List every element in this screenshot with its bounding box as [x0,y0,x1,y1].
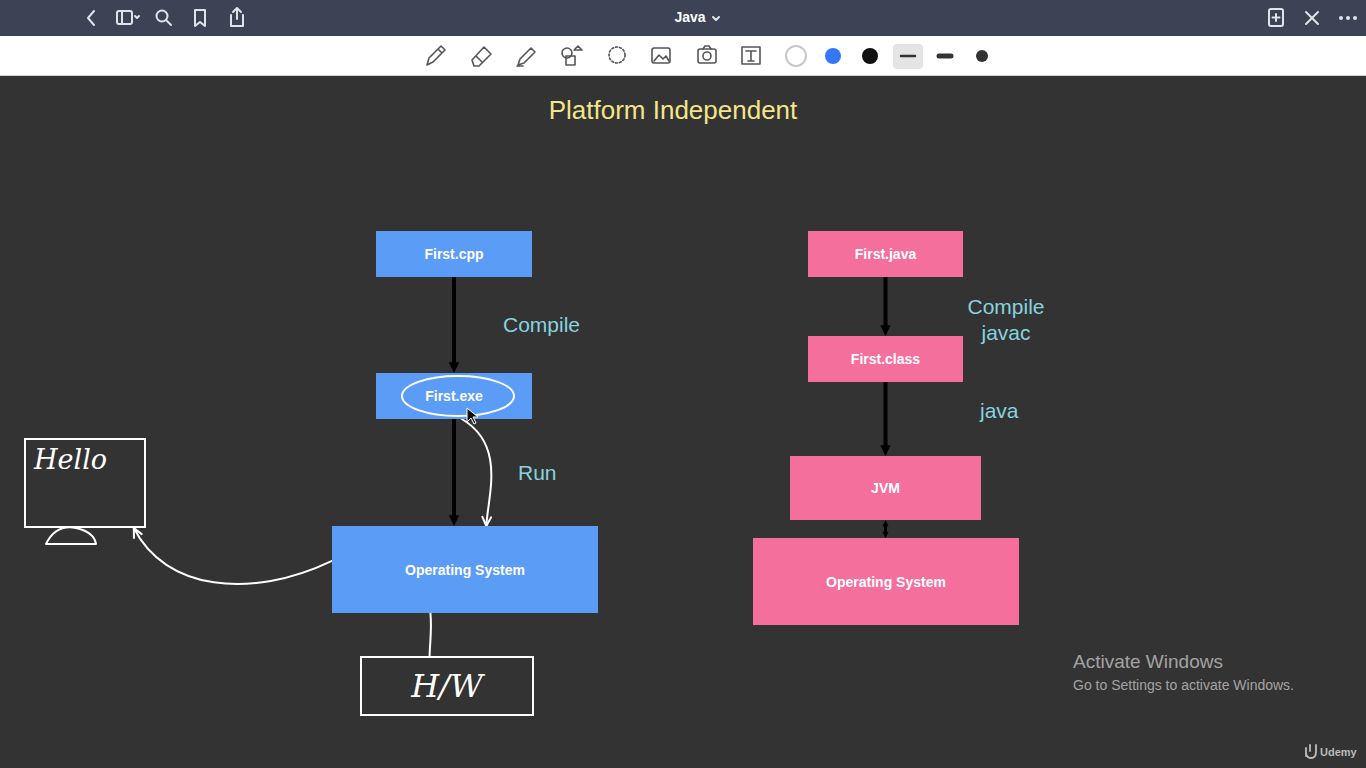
node-text: First.exe [425,388,483,404]
arrow-head [880,325,890,336]
edge-label: Compile [503,312,580,338]
edge-label: java [980,398,1019,424]
bytecode-box: First.class [808,336,963,382]
os-box: Operating System [332,526,598,613]
flow-arrow [449,419,459,526]
node-text: H/W [411,667,483,705]
hand-arrow [462,419,492,526]
udemy-logo [1306,745,1316,758]
connector-line [430,613,431,656]
executable-box: First.exe [376,373,532,419]
flow-arrow [449,277,459,373]
thickness-thick [976,50,988,62]
edge-label: Run [518,460,557,486]
thickness-thin [901,55,915,58]
connector-line [452,277,456,363]
hand-arrow [430,613,431,656]
flow-arrow [880,382,890,456]
node-text: First.java [855,246,916,262]
arrow-head [134,528,142,538]
more-dots [1339,16,1357,20]
watermark: Go to Settings to activate Windows. [1073,677,1294,693]
color-white [786,46,806,66]
connector-line [134,528,332,584]
brand-mark: Udemy [1320,746,1357,758]
arrow-head [449,515,459,526]
connector-line [884,382,888,446]
arrow-head [880,445,890,456]
edge-label: Compile javac [967,294,1044,346]
hardware-sketch: H/W [360,656,534,716]
monitor-sketch: Hello [24,438,146,528]
app-title: Java [674,9,705,25]
arrow-head [449,362,459,373]
top-bar-icons [88,8,1318,26]
drawing-toolbar [0,36,1366,76]
connector-line [884,526,887,533]
thickness-selected [893,44,923,69]
diagram-title: Platform Independent [549,95,798,126]
monitor-stand [46,527,96,544]
mouse-cursor [467,408,478,424]
node-text: First.cpp [424,246,483,262]
connector-line [452,419,456,516]
jvm-box: JVM [790,456,981,520]
thickness-medium [939,54,951,59]
connector-line [462,419,492,526]
hand-arrow [134,528,332,584]
watermark: Activate Windows [1073,651,1223,673]
toolbar-icons [427,46,760,66]
arrow-head [482,517,491,526]
flow-arrow [880,277,890,336]
node-text: Operating System [826,574,946,590]
source-file-box: First.cpp [376,231,532,277]
hand-ellipse [402,376,514,416]
node-text: Operating System [405,562,525,578]
node-text: Hello [34,444,107,475]
arrow-head [882,520,888,526]
node-text: First.class [851,351,920,367]
source-file-box: First.java [808,231,963,277]
connector-line [884,277,888,326]
flow-arrow [882,520,888,538]
color-black [862,48,878,64]
color-blue [825,48,841,64]
os-box: Operating System [753,538,1019,625]
node-text: JVM [871,480,900,496]
